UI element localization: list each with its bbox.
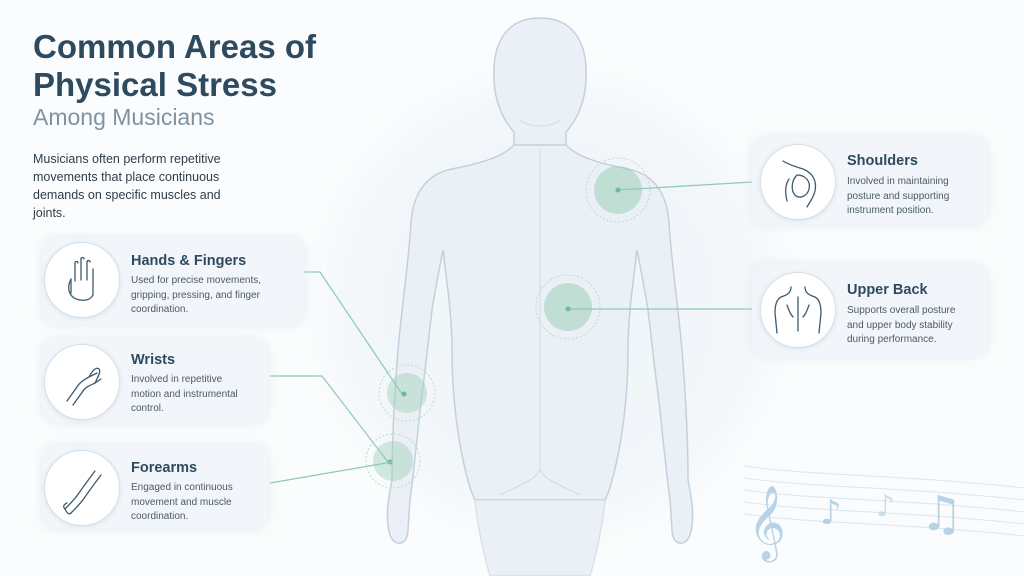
forearm-icon <box>44 450 120 526</box>
card-desc-hands-fingers: Used for precise movements, gripping, pr… <box>131 275 262 315</box>
card-desc-shoulders: Involved in maintaining posture and supp… <box>847 176 950 216</box>
hand-icon <box>44 242 120 318</box>
connector-wrists <box>270 375 389 463</box>
music-staff-lines <box>743 465 1024 537</box>
card-title-wrists: Wrists <box>131 352 176 368</box>
body-contour-lines <box>499 119 581 496</box>
card-desc-forearms: Engaged in continuous movement and muscl… <box>131 482 233 522</box>
treble-clef-icon: 𝄞 <box>748 486 786 563</box>
card-title-forearms: Forearms <box>131 460 198 476</box>
beamed-notes-icon: ♫ <box>920 486 963 542</box>
title-line-1: Common Areas of <box>33 28 316 65</box>
music-notes-decoration: 𝄞 ♪ ♪ ♫ <box>743 465 1024 563</box>
card-title-shoulders: Shoulders <box>847 153 918 169</box>
highlight-forearm <box>378 364 436 422</box>
page-title: Common Areas of Physical Stress <box>33 28 316 104</box>
card-title-hands-fingers: Hands & Fingers <box>131 253 247 269</box>
eighth-note-small-icon: ♪ <box>876 489 895 524</box>
upper-back-icon <box>760 272 836 348</box>
page-subtitle: Among Musicians <box>33 104 215 130</box>
wrist-icon <box>44 344 120 420</box>
card-desc-wrists: Involved in repetitive motion and instru… <box>131 374 238 414</box>
card-desc-upper-back: Supports overall posture and upper body … <box>847 305 956 345</box>
intro-text: Musicians often perform repetitive movem… <box>33 152 221 220</box>
shoulder-icon <box>760 144 836 220</box>
highlight-wrist <box>365 433 421 489</box>
eighth-note-icon: ♪ <box>820 493 842 533</box>
connector-lines <box>269 181 753 484</box>
connector-hands <box>300 271 403 395</box>
connector-shoulders <box>617 181 753 191</box>
connector-forearms <box>269 461 393 484</box>
music-note-glyphs: 𝄞 ♪ ♪ ♫ <box>748 486 963 563</box>
card-title-upper-back: Upper Back <box>847 282 928 298</box>
title-line-2: Physical Stress <box>33 66 277 103</box>
